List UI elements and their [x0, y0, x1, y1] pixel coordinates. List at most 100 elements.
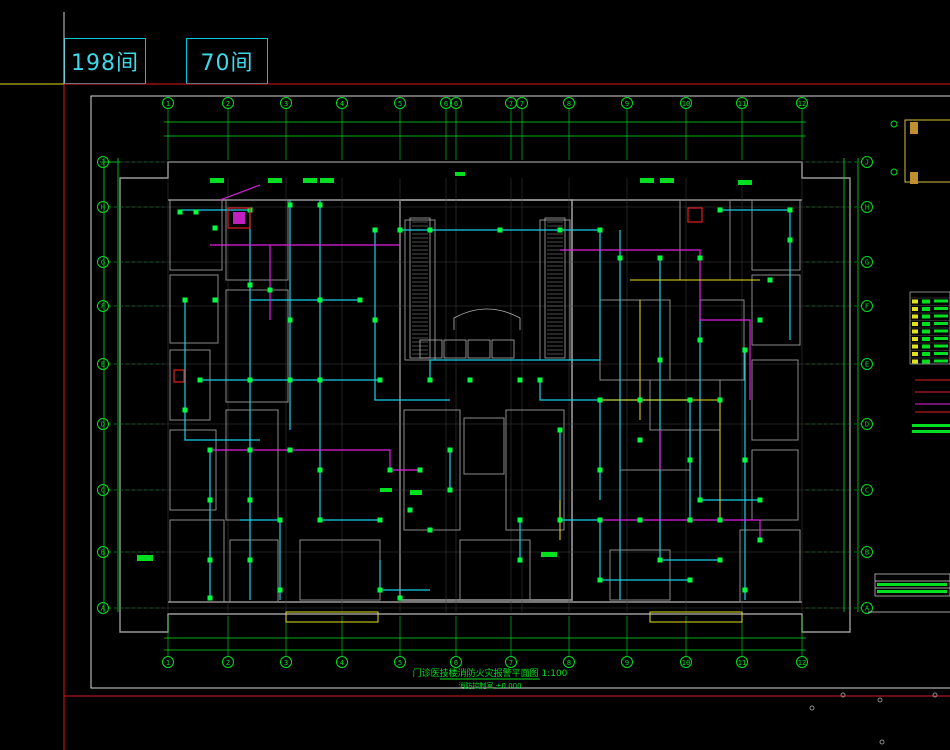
detector-device[interactable]: [757, 497, 763, 503]
drawing-title: 门诊医技楼消防火灾报警平面图 1:100: [413, 667, 568, 679]
detector-device[interactable]: [717, 207, 723, 213]
detector-device[interactable]: [247, 447, 253, 453]
detector-device[interactable]: [317, 467, 323, 473]
detector-device[interactable]: [597, 397, 603, 403]
detector-device[interactable]: [517, 557, 523, 563]
detector-device[interactable]: [407, 507, 413, 513]
detector-device[interactable]: [182, 407, 188, 413]
detector-device[interactable]: [767, 277, 773, 283]
detector-device[interactable]: [757, 317, 763, 323]
detector-device[interactable]: [207, 557, 213, 563]
detector-device[interactable]: [247, 557, 253, 563]
detector-device[interactable]: [397, 595, 403, 601]
detector-devices[interactable]: [177, 202, 793, 601]
device-labels: [137, 172, 752, 561]
detector-device[interactable]: [317, 377, 323, 383]
detector-device[interactable]: [557, 517, 563, 523]
detector-device[interactable]: [317, 202, 323, 208]
detector-device[interactable]: [287, 202, 293, 208]
detector-device[interactable]: [742, 457, 748, 463]
detector-device[interactable]: [372, 317, 378, 323]
axis-label-top: 5: [398, 100, 402, 108]
detector-device[interactable]: [657, 357, 663, 363]
detector-device[interactable]: [742, 347, 748, 353]
detector-device[interactable]: [637, 437, 643, 443]
detector-device[interactable]: [267, 287, 273, 293]
detector-device[interactable]: [617, 255, 623, 261]
detector-device[interactable]: [757, 537, 763, 543]
detector-device[interactable]: [177, 209, 183, 215]
detector-device[interactable]: [427, 377, 433, 383]
axis-bubble-row: [861, 156, 873, 168]
detector-device[interactable]: [417, 467, 423, 473]
detector-device[interactable]: [387, 467, 393, 473]
detector-device[interactable]: [247, 497, 253, 503]
detector-device[interactable]: [377, 587, 383, 593]
detector-device[interactable]: [207, 595, 213, 601]
detector-device[interactable]: [687, 577, 693, 583]
detector-device[interactable]: [717, 517, 723, 523]
detector-device[interactable]: [742, 587, 748, 593]
detector-device[interactable]: [497, 227, 503, 233]
detector-device[interactable]: [787, 237, 793, 243]
detector-device[interactable]: [697, 337, 703, 343]
detector-device[interactable]: [212, 297, 218, 303]
detector-device[interactable]: [207, 447, 213, 453]
axis-bubble-top: [336, 97, 348, 109]
detector-device[interactable]: [447, 447, 453, 453]
detector-device[interactable]: [597, 517, 603, 523]
detector-device[interactable]: [697, 497, 703, 503]
alarm-panels[interactable]: [173, 207, 703, 383]
detector-device[interactable]: [277, 587, 283, 593]
detector-device[interactable]: [597, 467, 603, 473]
detector-device[interactable]: [247, 377, 253, 383]
detector-device[interactable]: [787, 207, 793, 213]
detector-device[interactable]: [717, 397, 723, 403]
axis-bubble-bottom: [280, 656, 292, 668]
detector-device[interactable]: [557, 227, 563, 233]
detector-device[interactable]: [517, 377, 523, 383]
detector-device[interactable]: [197, 377, 203, 383]
detector-device[interactable]: [207, 497, 213, 503]
axis-label-bottom: 7: [509, 659, 513, 667]
detector-device[interactable]: [597, 577, 603, 583]
detector-device[interactable]: [447, 487, 453, 493]
axis-label-row: J: [101, 159, 105, 167]
detector-device[interactable]: [687, 457, 693, 463]
detector-device[interactable]: [557, 427, 563, 433]
detector-device[interactable]: [182, 297, 188, 303]
detector-device[interactable]: [427, 227, 433, 233]
detector-device[interactable]: [637, 517, 643, 523]
detector-device[interactable]: [637, 397, 643, 403]
detector-device[interactable]: [467, 377, 473, 383]
detector-device[interactable]: [357, 297, 363, 303]
detector-device[interactable]: [717, 557, 723, 563]
detector-device[interactable]: [212, 225, 218, 231]
detector-device[interactable]: [597, 227, 603, 233]
axis-label-top: 9: [625, 100, 629, 108]
detector-device[interactable]: [537, 377, 543, 383]
detector-device[interactable]: [697, 255, 703, 261]
detector-device[interactable]: [287, 447, 293, 453]
detector-device[interactable]: [377, 517, 383, 523]
detector-device[interactable]: [287, 377, 293, 383]
detector-device[interactable]: [193, 209, 199, 215]
detector-device[interactable]: [687, 397, 693, 403]
axis-label-top: 11: [738, 100, 746, 108]
detector-device[interactable]: [372, 227, 378, 233]
detector-device[interactable]: [427, 527, 433, 533]
detector-device[interactable]: [517, 517, 523, 523]
detector-device[interactable]: [397, 227, 403, 233]
detector-device[interactable]: [657, 557, 663, 563]
axis-label-row: F: [865, 303, 869, 311]
detector-device[interactable]: [687, 517, 693, 523]
detector-device[interactable]: [247, 282, 253, 288]
axis-label-row: E: [101, 361, 105, 369]
detector-device[interactable]: [317, 517, 323, 523]
detector-device[interactable]: [377, 377, 383, 383]
detector-device[interactable]: [657, 255, 663, 261]
detector-device[interactable]: [317, 297, 323, 303]
detector-device[interactable]: [287, 317, 293, 323]
detector-device[interactable]: [277, 517, 283, 523]
